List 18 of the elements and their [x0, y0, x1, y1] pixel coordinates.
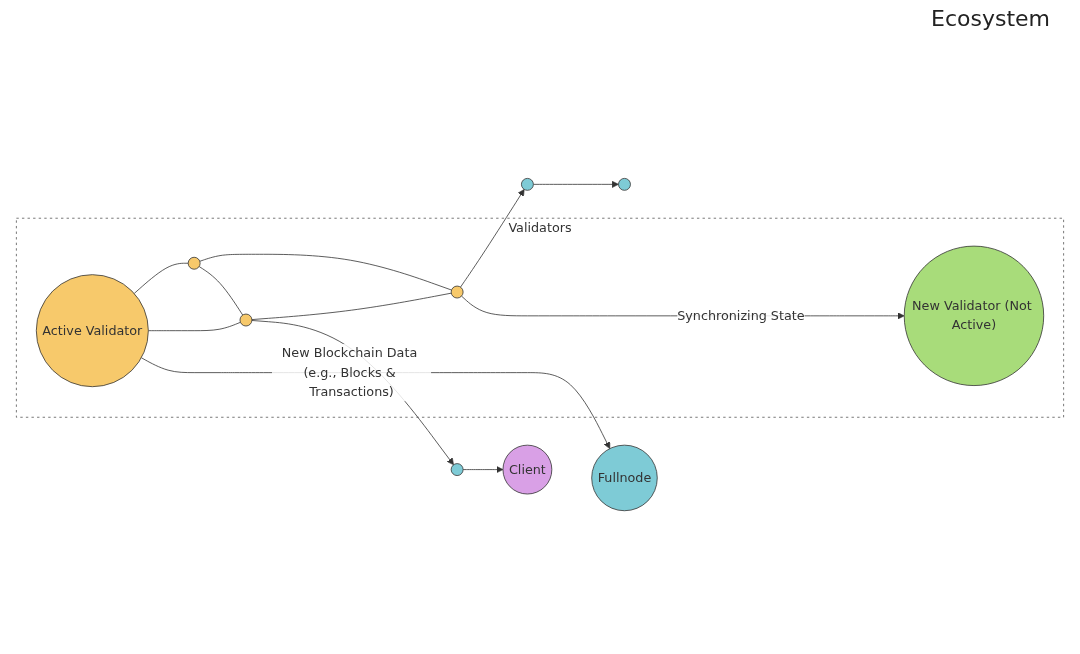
node-circle: [450, 463, 464, 477]
node-circle: [239, 314, 253, 327]
connector: [251, 293, 452, 321]
node-circle: New Validator (Not Active): [903, 246, 1045, 387]
connector: [133, 263, 189, 295]
edge-label: New Blockchain Data (e.g., Blocks & Transactions): [281, 345, 418, 400]
diagram-title: Ecosystem: [931, 6, 1050, 31]
node-circle: [450, 286, 464, 299]
connector: [198, 266, 244, 316]
node-circle: Fullnode: [591, 445, 658, 512]
edge-label: Synchronizing State: [677, 308, 805, 324]
node-circle: [521, 178, 534, 192]
connector: [199, 254, 452, 291]
node-circle: Client: [502, 445, 553, 495]
node-circle: [187, 257, 201, 271]
node-circle: [618, 178, 631, 192]
connector: [147, 322, 241, 332]
node-circle: Active Validator: [35, 274, 149, 388]
